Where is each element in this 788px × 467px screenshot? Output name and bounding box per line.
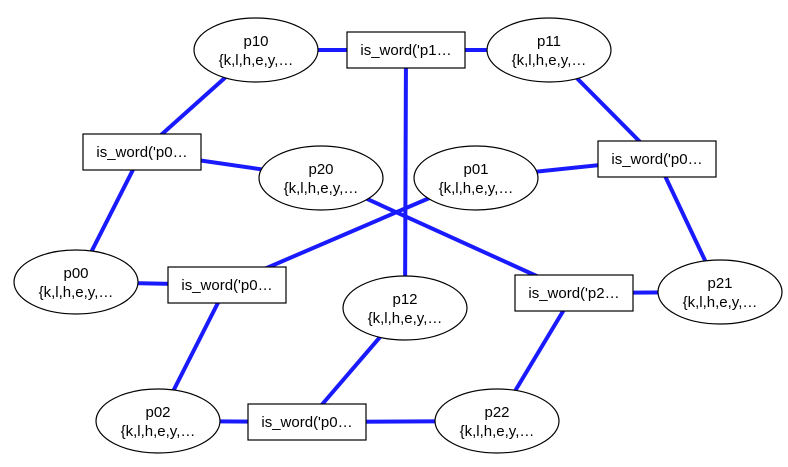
constraint-node-shape xyxy=(597,140,717,178)
variable-node-p01[interactable]: p01 {k,l,h,e,y,… xyxy=(413,145,539,211)
constraint-node-shape xyxy=(247,403,367,441)
constraint-node-shape xyxy=(346,31,466,69)
constraint-node-label: is_word('p0… xyxy=(181,277,272,294)
constraint-node-label: is_word('p0… xyxy=(96,144,187,161)
variable-node-label: p22 xyxy=(484,404,509,421)
variable-node-label: p10 xyxy=(243,33,268,50)
constraint-node-mid[interactable]: is_word('p0… xyxy=(167,266,287,304)
variable-node-domain: {k,l,h,e,y,… xyxy=(460,423,535,440)
variable-node-shape xyxy=(434,388,560,454)
constraint-node-shape xyxy=(514,274,634,312)
variable-node-domain: {k,l,h,e,y,… xyxy=(121,423,196,440)
variable-node-label: p01 xyxy=(463,161,488,178)
constraint-node-left[interactable]: is_word('p0… xyxy=(82,133,202,171)
variable-node-label: p00 xyxy=(63,265,88,282)
constraint-node-label: is_word('p1… xyxy=(360,42,451,59)
variable-node-p11[interactable]: p11 {k,l,h,e,y,… xyxy=(486,17,612,83)
constraint-node-label: is_word('p2… xyxy=(528,285,619,302)
variable-node-p21[interactable]: p21 {k,l,h,e,y,… xyxy=(657,259,783,325)
variable-node-domain: {k,l,h,e,y,… xyxy=(439,180,514,197)
variable-node-domain: {k,l,h,e,y,… xyxy=(219,52,294,69)
variable-node-shape xyxy=(193,17,319,83)
variable-node-shape xyxy=(13,249,139,315)
variable-node-shape xyxy=(486,17,612,83)
edge-c_top-p12 xyxy=(403,48,408,310)
variable-node-label: p12 xyxy=(392,291,417,308)
variable-node-p20[interactable]: p20 {k,l,h,e,y,… xyxy=(258,145,384,211)
variable-node-shape xyxy=(342,275,468,341)
constraint-node-shape xyxy=(167,266,287,304)
nodes-layer: p10 {k,l,h,e,y,… p11 {k,l,h,e,y,… p20 {k,l,h,… xyxy=(13,17,783,454)
variable-node-shape xyxy=(413,145,539,211)
constraint-node-top[interactable]: is_word('p1… xyxy=(346,31,466,69)
variable-node-domain: {k,l,h,e,y,… xyxy=(683,294,758,311)
variable-node-label: p11 xyxy=(537,33,561,50)
variable-node-domain: {k,l,h,e,y,… xyxy=(512,52,587,69)
variable-node-domain: {k,l,h,e,y,… xyxy=(39,284,114,301)
constraint-node-shape xyxy=(82,133,202,171)
variable-node-label: p02 xyxy=(145,404,170,421)
variable-node-p12[interactable]: p12 {k,l,h,e,y,… xyxy=(342,275,468,341)
constraint-node-label: is_word('p0… xyxy=(261,414,352,431)
constraint-node-right[interactable]: is_word('p0… xyxy=(597,140,717,178)
edges-layer xyxy=(74,48,722,424)
variable-node-label: p21 xyxy=(707,275,732,292)
variable-node-shape xyxy=(657,259,783,325)
variable-node-p00[interactable]: p00 {k,l,h,e,y,… xyxy=(13,249,139,315)
variable-node-p10[interactable]: p10 {k,l,h,e,y,… xyxy=(193,17,319,83)
variable-node-shape xyxy=(258,145,384,211)
variable-node-p02[interactable]: p02 {k,l,h,e,y,… xyxy=(95,388,221,454)
variable-node-domain: {k,l,h,e,y,… xyxy=(368,310,443,327)
variable-node-p22[interactable]: p22 {k,l,h,e,y,… xyxy=(434,388,560,454)
variable-node-domain: {k,l,h,e,y,… xyxy=(284,180,359,197)
constraint-node-label: is_word('p0… xyxy=(611,151,702,168)
variable-node-shape xyxy=(95,388,221,454)
constraint-node-bottom[interactable]: is_word('p0… xyxy=(247,403,367,441)
variable-node-label: p20 xyxy=(308,161,333,178)
constraint-node-p2[interactable]: is_word('p2… xyxy=(514,274,634,312)
